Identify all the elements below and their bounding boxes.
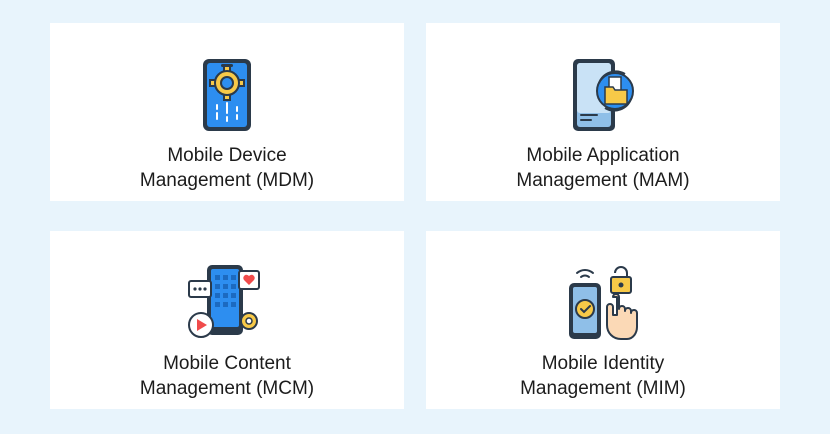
mim-card: Mobile Identity Management (MIM) [426,231,780,409]
card-label-line1: Mobile Identity [541,353,665,374]
card-label: Mobile Application Management (MAM) [426,143,780,193]
card-label-line2: Management (MIM) [520,378,686,399]
card-label-line1: Mobile Device [167,145,287,166]
phone-content-icon [188,265,260,338]
phone-folder-sync-icon [573,59,634,131]
card-label-line2: Management (MAM) [516,170,690,191]
card-label-line1: Mobile Content [163,353,291,374]
card-label: Mobile Identity Management (MIM) [426,351,780,401]
card-label-line2: Management (MCM) [139,378,315,399]
card-label: Mobile Content Management (MCM) [50,351,404,401]
mdm-card: Mobile Device Management (MDM) [50,23,404,201]
phone-fingerprint-lock-icon [569,266,638,340]
card-label: Mobile Device Management (MDM) [50,143,404,193]
card-label-line1: Mobile Application [526,145,680,166]
phone-gear-icon [203,59,251,131]
mcm-card: Mobile Content Management (MCM) [50,231,404,409]
mam-card: Mobile Application Management (MAM) [426,23,780,201]
card-label-line2: Management (MDM) [139,170,315,191]
